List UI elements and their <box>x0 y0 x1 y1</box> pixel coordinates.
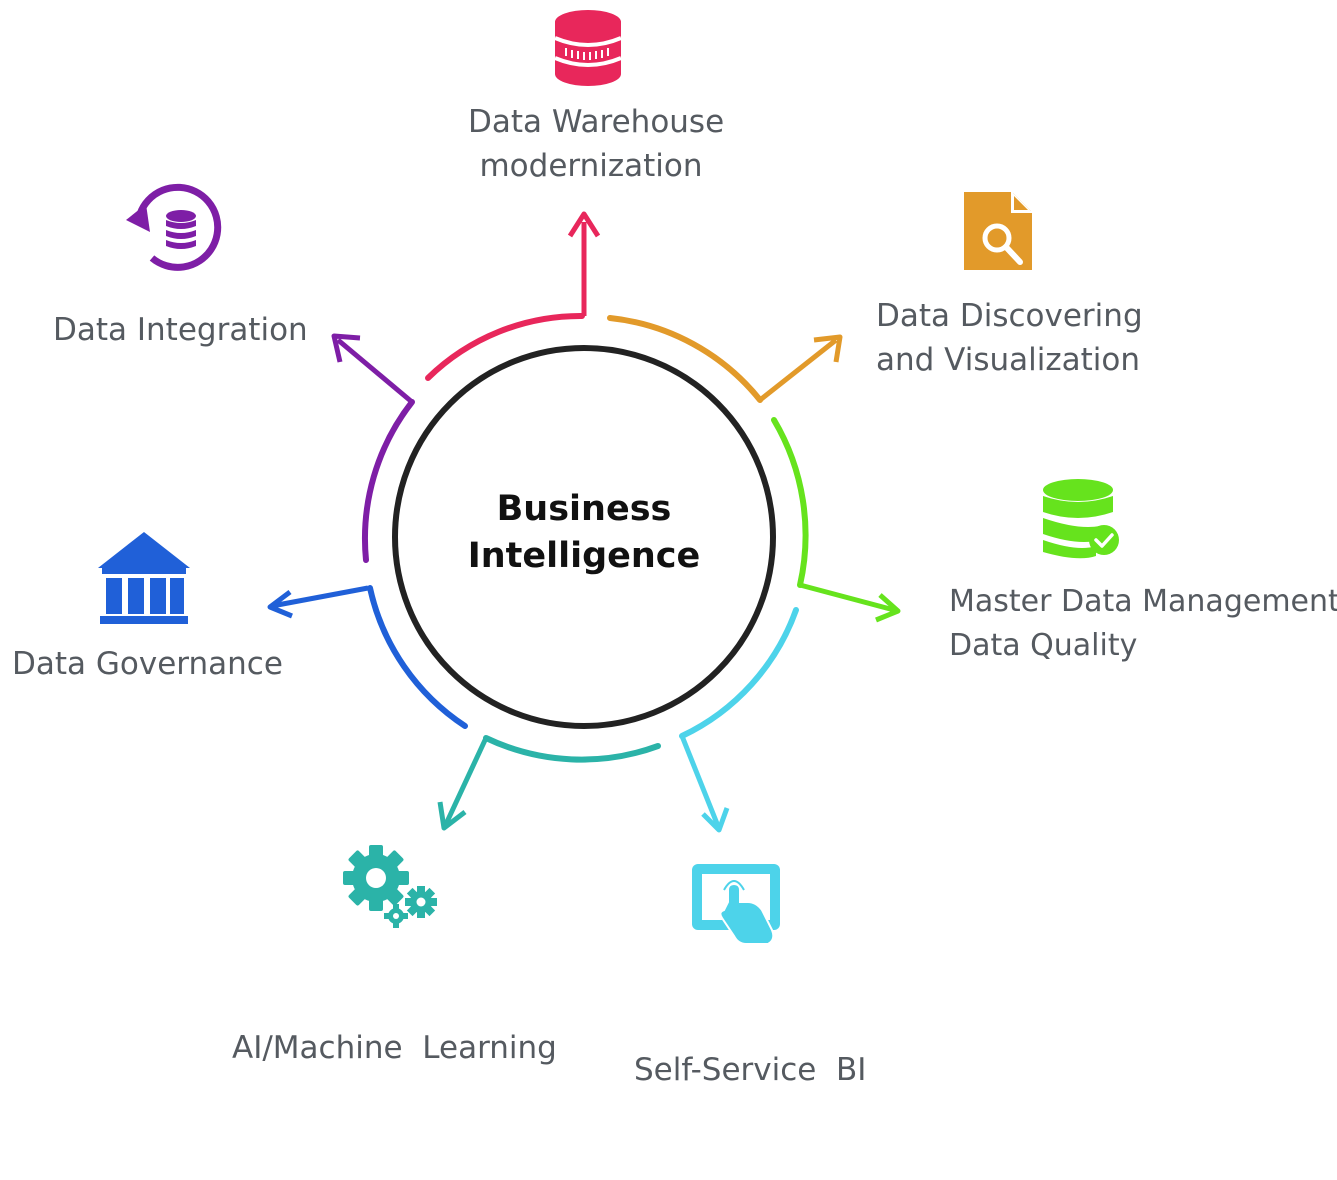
connector-ai <box>443 736 489 826</box>
node-label-selfservice: Self-Service BI <box>634 960 866 1180</box>
arc-governance <box>367 585 468 729</box>
connector-mdm <box>799 582 895 613</box>
center-title: Business Intelligence <box>434 486 734 580</box>
arc-ai <box>483 735 661 763</box>
arc-discovery <box>607 315 763 403</box>
arc-selfservice <box>679 607 799 739</box>
bi-diagram: Business Intelligence Data Warehouse mod… <box>12 10 1337 1088</box>
arrowhead-discovery <box>813 334 843 363</box>
arrowhead-selfservice <box>701 807 730 833</box>
arc-integration <box>361 399 415 563</box>
node-label-discovery: Data Discovering and Visualization <box>876 294 1143 382</box>
arrowhead-integration <box>331 333 361 363</box>
document-search-icon <box>964 192 1032 270</box>
connector-governance <box>271 585 369 609</box>
node-label-mdm: Master Data Management Data Quality <box>949 580 1337 668</box>
node-label-warehouse-line2: modernization <box>479 148 703 184</box>
node-label-mdm-line2: Data Quality <box>949 628 1138 663</box>
touch-screen-icon <box>692 864 780 945</box>
node-label-integration-line1: Data Integration <box>53 312 308 348</box>
connector-integration <box>336 338 414 404</box>
arrowhead-ai <box>437 801 467 831</box>
center-title-line1: Business <box>496 489 672 529</box>
node-label-integration: Data Integration <box>53 308 308 352</box>
node-label-governance-line1: Data Governance <box>12 646 283 682</box>
arrowhead-governance <box>267 590 293 619</box>
node-label-discovery-line2: and Visualization <box>876 342 1140 378</box>
connector-discovery <box>758 338 838 402</box>
node-label-governance: Data Governance <box>12 642 283 686</box>
database-icon <box>554 10 622 86</box>
arrowhead-mdm <box>875 593 901 623</box>
gears-icon <box>343 845 437 928</box>
node-label-selfservice-line1: Self-Service BI <box>634 1052 867 1088</box>
node-label-mdm-line1: Master Data Management <box>949 584 1337 619</box>
center-circle <box>392 345 776 729</box>
node-label-warehouse-line1: Data Warehouse <box>468 104 725 140</box>
center-title-line2: Intelligence <box>467 536 701 576</box>
node-label-discovery-line1: Data Discovering <box>876 298 1143 334</box>
arrowhead-warehouse <box>567 211 601 238</box>
database-sync-icon <box>126 183 222 271</box>
node-label-ai-line1: AI/Machine Learning <box>232 1030 557 1066</box>
bank-icon <box>98 532 190 624</box>
diagram-canvas <box>98 10 1119 945</box>
node-label-warehouse: Data Warehouse modernization <box>468 100 725 188</box>
arc-mdm <box>771 417 809 588</box>
arc-warehouse <box>425 312 585 381</box>
database-check-icon <box>1043 479 1119 559</box>
connector-selfservice <box>679 735 721 827</box>
node-label-ai: AI/Machine Learning <box>232 938 557 1158</box>
